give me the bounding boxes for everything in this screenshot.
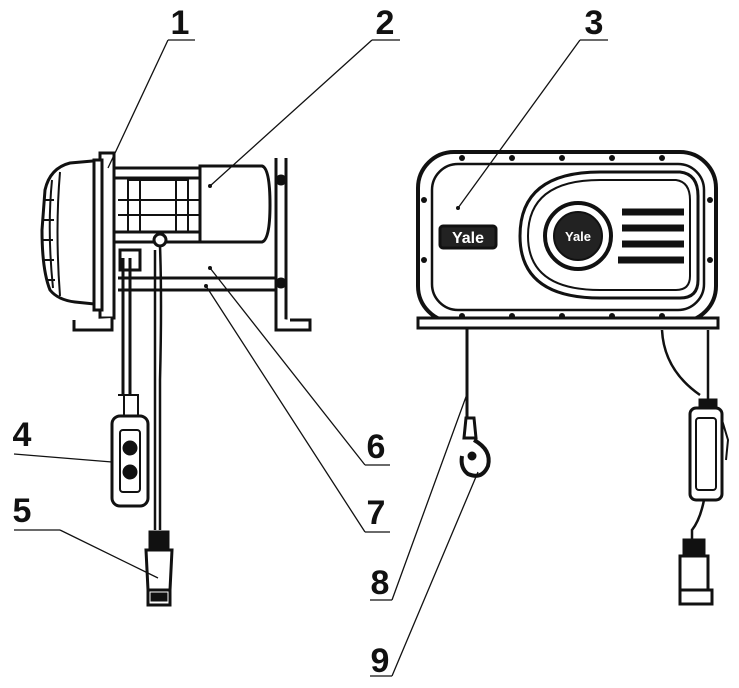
callout-2: 2 — [376, 4, 395, 42]
callout-5: 5 — [13, 492, 32, 530]
hoist-front-view — [416, 150, 730, 606]
panel-logo: Yale — [452, 230, 484, 247]
callout-7: 7 — [367, 494, 386, 532]
hoist-side-view — [40, 151, 312, 607]
drum-logo: Yale — [565, 229, 591, 244]
leader-dots — [204, 184, 460, 288]
leader-lines — [13, 39, 608, 677]
callout-8: 8 — [371, 564, 390, 602]
callout-3: 3 — [585, 4, 604, 42]
callout-4: 4 — [13, 416, 32, 454]
callout-9: 9 — [371, 642, 390, 680]
callout-1: 1 — [171, 4, 190, 42]
callout-6: 6 — [367, 428, 386, 466]
